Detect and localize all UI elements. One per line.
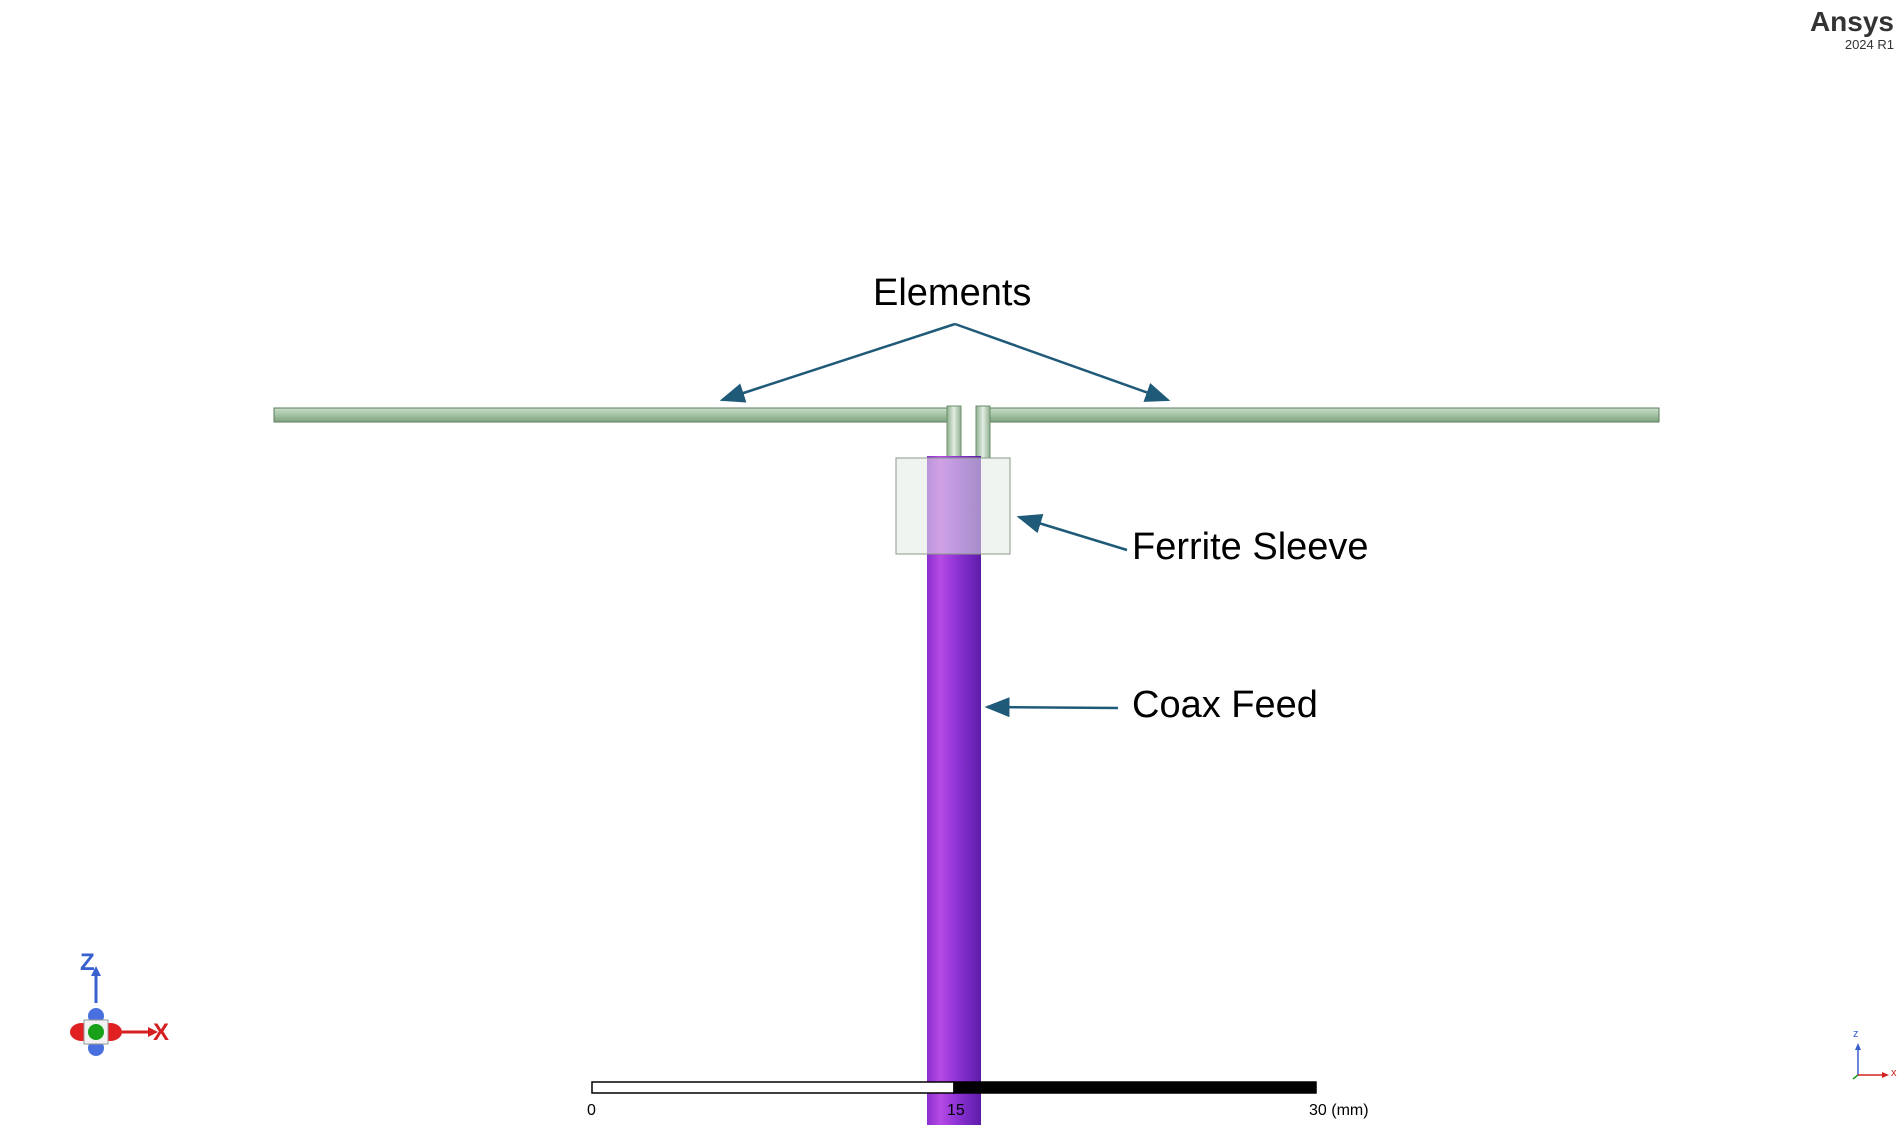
label-ferrite-sleeve: Ferrite Sleeve <box>1132 526 1369 568</box>
mini-triad-z-label: z <box>1853 1028 1859 1040</box>
annotation-leaders <box>719 322 1171 718</box>
triad-x-label: X <box>153 1019 170 1046</box>
mini-triad-x-label: x <box>1891 1067 1897 1079</box>
ferrite-sleeve[interactable] <box>895 457 1011 555</box>
scale-label-mid: 15 <box>947 1102 965 1119</box>
label-elements: Elements <box>873 272 1032 314</box>
scale-label-start: 0 <box>587 1102 596 1119</box>
triad-z-label: Z <box>80 949 95 976</box>
scale-bar <box>591 1081 1317 1094</box>
ansys-branding: Ansys 2024 R1 <box>1809 6 1894 52</box>
label-coax-feed: Coax Feed <box>1132 684 1318 726</box>
dipole-elements[interactable] <box>273 405 1660 459</box>
orientation-triad[interactable] <box>70 966 158 1056</box>
brand-version: 2024 R1 <box>1844 37 1894 52</box>
brand-name: Ansys <box>1809 6 1894 37</box>
coax-feed[interactable] <box>927 456 981 1125</box>
scale-label-end: 30 (mm) <box>1309 1102 1369 1119</box>
mini-triad <box>1852 1043 1889 1080</box>
